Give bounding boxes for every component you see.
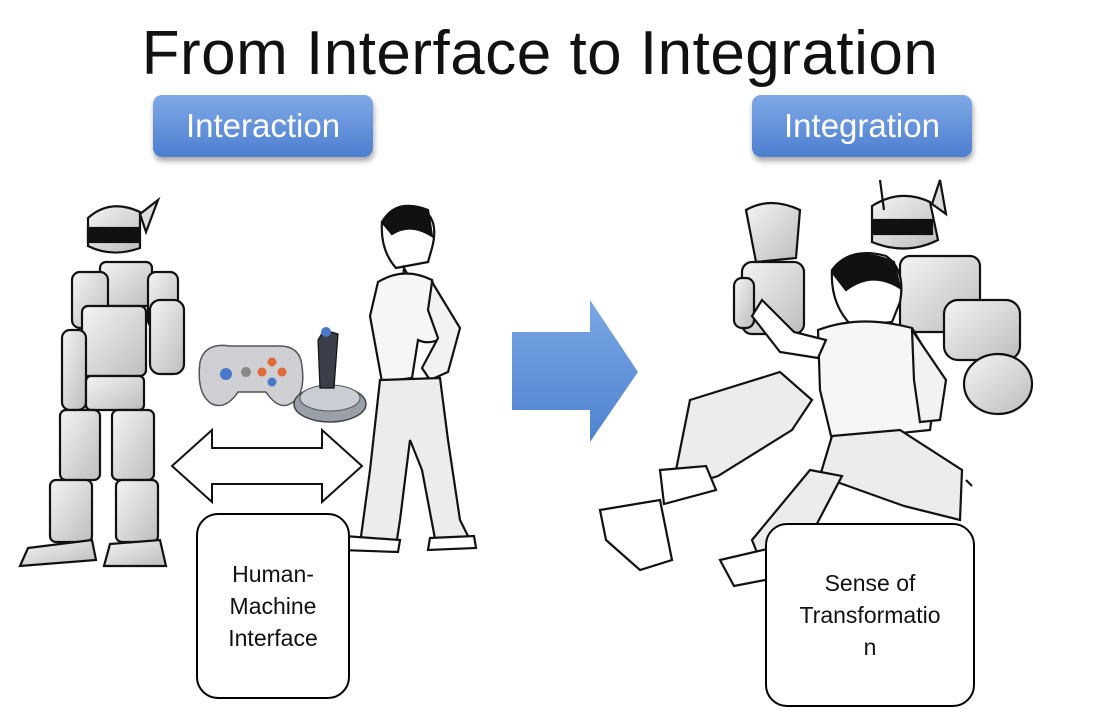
human-standing-illustration [338, 204, 478, 554]
human-machine-interface-box: Human- Machine Interface [196, 513, 350, 699]
right-arrow-icon [512, 300, 638, 442]
human-in-robot-illustration [598, 179, 1034, 588]
joystick-icon [293, 327, 367, 423]
robot-standing-illustration [18, 196, 186, 568]
slide-title: From Interface to Integration [141, 19, 939, 88]
double-headed-arrow-icon [170, 427, 364, 505]
sense-of-transformation-box: Sense of Transformatio n [765, 523, 975, 707]
integration-label: Integration [752, 95, 972, 157]
gamepad-icon [198, 344, 304, 407]
interaction-label: Interaction [153, 95, 373, 157]
